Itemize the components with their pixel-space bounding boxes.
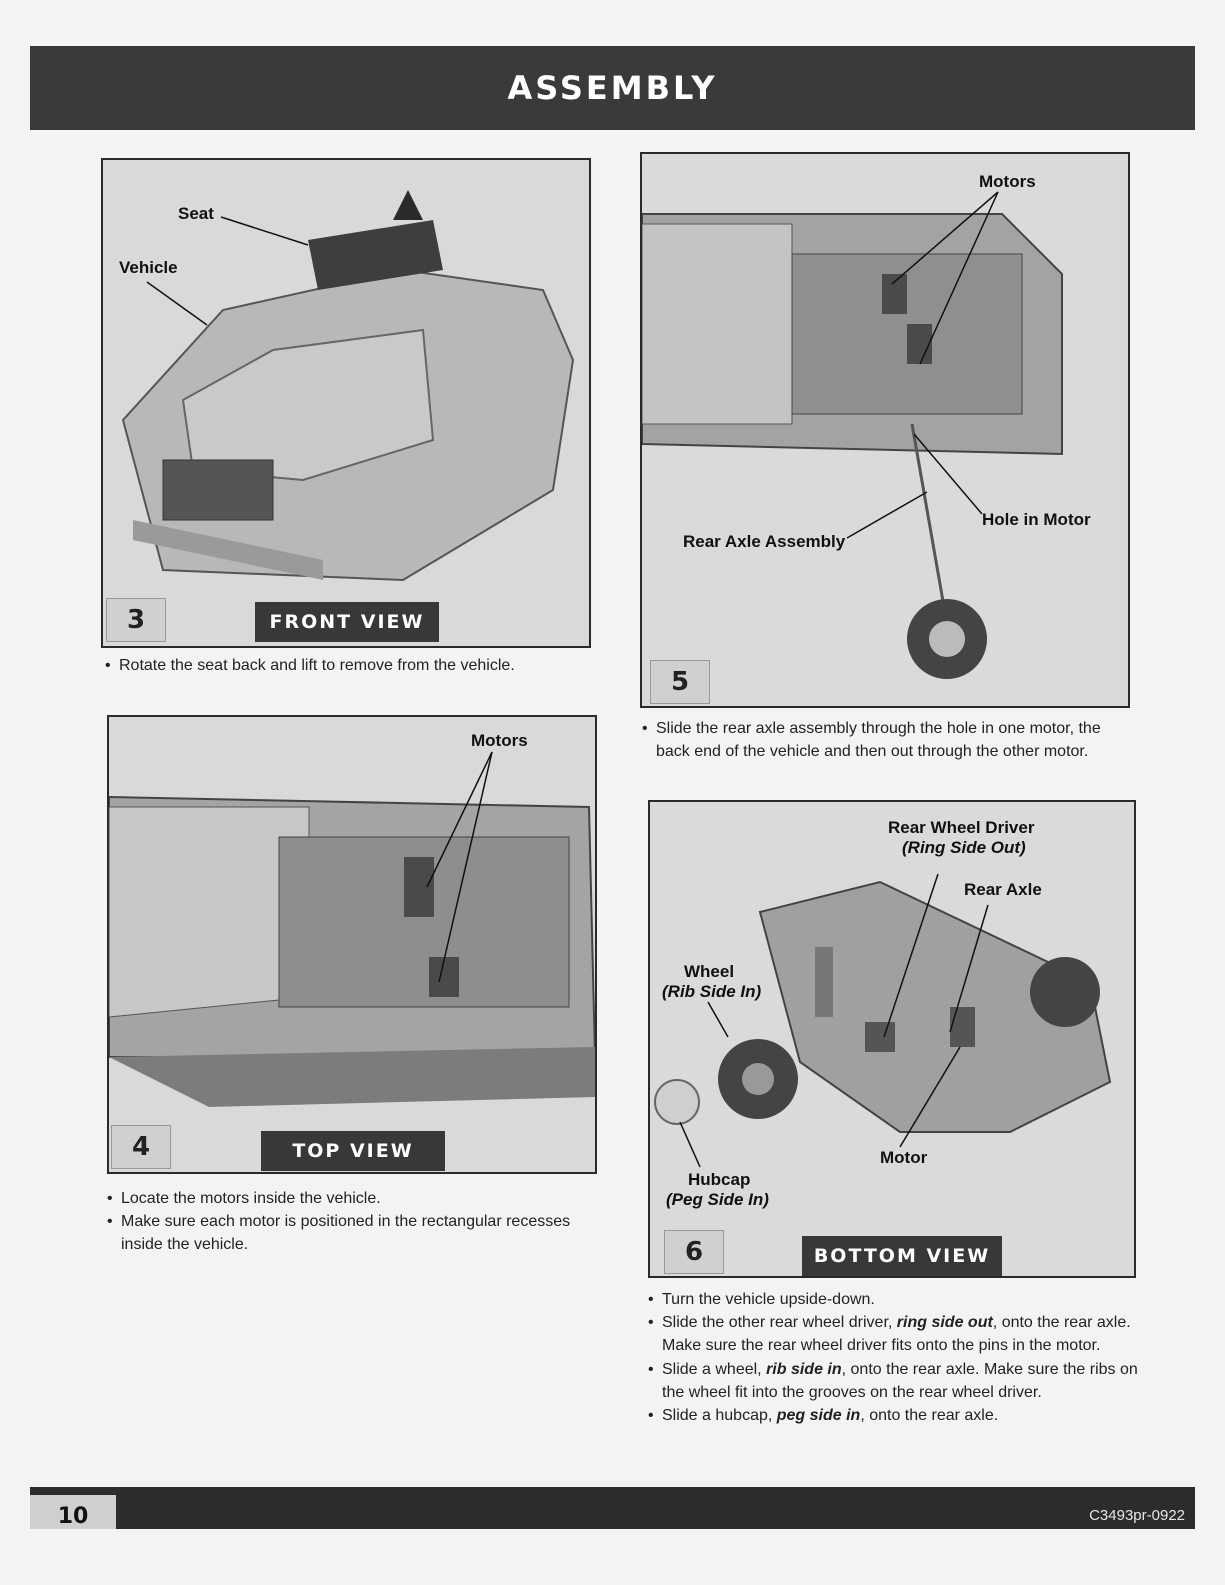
page-title: ASSEMBLY xyxy=(507,69,718,107)
rear-axle-assembly-image xyxy=(642,154,1128,706)
vehicle-front-view-image xyxy=(103,160,589,646)
bottom-view-image xyxy=(650,802,1134,1276)
list-item: Rotate the seat back and lift to remove … xyxy=(105,654,585,677)
step-5-number: 5 xyxy=(650,660,710,704)
list-item: Make sure each motor is positioned in th… xyxy=(107,1210,597,1256)
hole-in-motor-label: Hole in Motor xyxy=(982,510,1091,529)
page-number: 10 xyxy=(30,1495,116,1529)
vehicle-top-view-image xyxy=(109,717,595,1172)
document-code: C3493pr-0922 xyxy=(1089,1507,1185,1524)
seat-label: Seat xyxy=(178,204,214,223)
step-3-illustration: Seat Vehicle 3 FRONT VIEW xyxy=(101,158,591,648)
wheel-label: Wheel (Rib Side In) xyxy=(662,962,762,1001)
page-footer xyxy=(30,1487,1195,1529)
step-6-illustration: Rear Wheel Driver (Ring Side Out) Rear A… xyxy=(648,800,1136,1278)
list-item: Turn the vehicle upside-down. xyxy=(648,1288,1148,1311)
step-6-instructions: Turn the vehicle upside-down. Slide the … xyxy=(648,1288,1148,1427)
step-4-instructions: Locate the motors inside the vehicle. Ma… xyxy=(107,1187,597,1257)
page-header: ASSEMBLY xyxy=(30,46,1195,130)
step-3-number: 3 xyxy=(106,598,166,642)
bottom-view-badge: BOTTOM VIEW xyxy=(802,1236,1002,1276)
step-5-illustration: Motors Rear Axle Assembly Hole in Motor … xyxy=(640,152,1130,708)
hubcap-label: Hubcap (Peg Side In) xyxy=(666,1170,769,1209)
motors-label: Motors xyxy=(471,731,528,750)
step-4-number: 4 xyxy=(111,1125,171,1169)
step-3-instructions: Rotate the seat back and lift to remove … xyxy=(105,654,585,677)
rear-wheel-driver-label: Rear Wheel Driver (Ring Side Out) xyxy=(888,818,1035,857)
step-4-illustration: Motors 4 TOP VIEW xyxy=(107,715,597,1174)
list-item: Slide a wheel, rib side in, onto the rea… xyxy=(648,1358,1148,1404)
step-6-number: 6 xyxy=(664,1230,724,1274)
motors-label: Motors xyxy=(979,172,1036,191)
top-view-badge: TOP VIEW xyxy=(261,1131,445,1171)
motor-label: Motor xyxy=(880,1148,928,1167)
list-item: Locate the motors inside the vehicle. xyxy=(107,1187,597,1210)
list-item: Slide the rear axle assembly through the… xyxy=(642,717,1132,763)
list-item: Slide a hubcap, peg side in, onto the re… xyxy=(648,1404,1148,1427)
rear-axle-label: Rear Axle xyxy=(964,880,1042,899)
list-item: Slide the other rear wheel driver, ring … xyxy=(648,1311,1148,1357)
step-5-instructions: Slide the rear axle assembly through the… xyxy=(642,717,1132,763)
rear-axle-assembly-label: Rear Axle Assembly xyxy=(683,532,846,551)
vehicle-label: Vehicle xyxy=(119,258,178,277)
front-view-badge: FRONT VIEW xyxy=(255,602,439,642)
